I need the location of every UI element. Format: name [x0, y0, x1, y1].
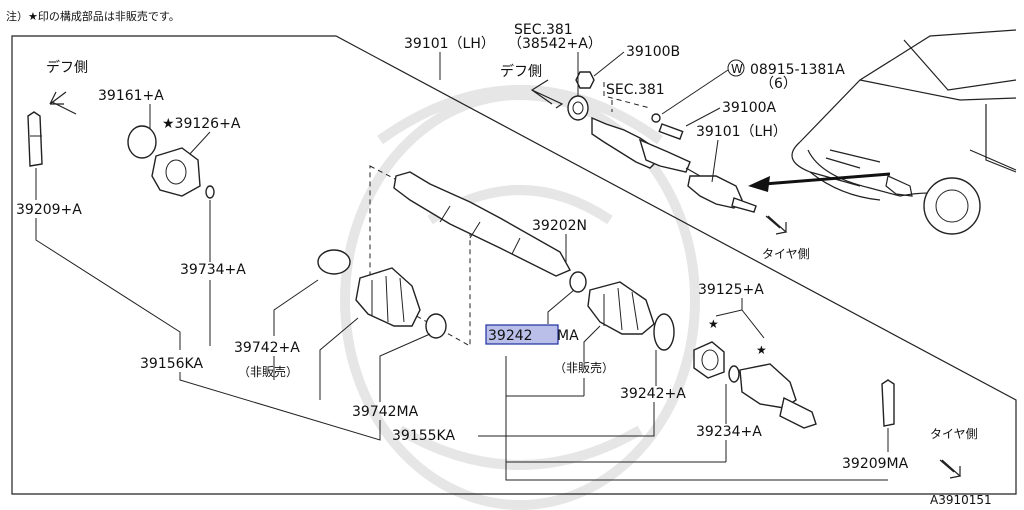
upper-shaft-assembly: デフ側	[500, 63, 757, 213]
label-39742ma: 39742MA	[352, 404, 419, 420]
outer-stub-39234	[779, 396, 817, 429]
boot-upper-inner	[638, 138, 691, 173]
boot-upper-outer	[687, 175, 743, 209]
label-w-mark: W	[731, 62, 743, 76]
figure-id: A3910151	[930, 493, 992, 507]
star-2: ★	[756, 343, 767, 357]
dust-cover-39161	[127, 125, 157, 159]
label-not-sold-1: （非販売）	[238, 364, 298, 379]
label-39155ka: 39155KA	[392, 428, 455, 444]
ring-39234	[728, 365, 740, 383]
car-to-shaft-arrow	[748, 172, 891, 192]
label-sec381-b: SEC.381	[606, 82, 665, 98]
label-tire-side-lower: タイヤ側	[930, 427, 978, 441]
pin-39209ma	[881, 379, 895, 427]
label-39126: ★39126+A	[162, 116, 241, 132]
diff-side-arrow-upper	[530, 79, 564, 109]
tire-side-arrow-lower	[939, 459, 962, 479]
boot-band-39742a	[317, 249, 351, 275]
diagram-frame	[11, 35, 1017, 495]
w-mark-circle	[727, 59, 745, 77]
label-39101-lh-right: 39101（LH）	[696, 124, 787, 140]
label-39161: 39161+A	[98, 88, 164, 104]
label-39202n: 39202N	[532, 218, 587, 234]
front-wheel	[923, 177, 981, 235]
label-39101-lh-top: 39101（LH）	[404, 36, 495, 52]
tire-side-arrow-upper	[765, 215, 788, 235]
label-not-sold-2: （非販売）	[554, 360, 614, 375]
highlight-39242ma[interactable]	[485, 324, 559, 345]
label-diff-side-left: デフ側	[46, 59, 88, 76]
label-39100b: 39100B	[626, 44, 680, 60]
label-08915: 08915-1381A	[750, 62, 845, 78]
pin-39209a	[27, 111, 43, 167]
nut-39100b	[575, 71, 595, 89]
label-39234: 39234+A	[696, 424, 762, 440]
note-text: 注）★印の構成部品は非販売です。	[6, 9, 180, 23]
circlip-39202n	[569, 271, 587, 293]
drive-shaft	[393, 171, 571, 277]
bolt-39100a	[658, 123, 684, 140]
label-39242ma-tail: MA	[557, 328, 579, 344]
label-sec381-a: SEC.381	[514, 22, 573, 38]
label-39209ma: 39209MA	[842, 456, 909, 472]
label-39209a: 39209+A	[16, 202, 82, 218]
cage-39125	[693, 341, 725, 379]
circlip-39734	[205, 185, 215, 199]
label-38542a: （38542+A）	[508, 36, 602, 52]
star-1: ★	[708, 317, 719, 331]
label-39242-highlight: 39242	[488, 328, 533, 344]
label-39734: 39734+A	[180, 262, 246, 278]
label-39125: 39125+A	[698, 282, 764, 298]
label-39742a: 39742+A	[234, 340, 300, 356]
label-diff-side-upper: デフ側	[500, 63, 542, 80]
center-shaft	[369, 165, 571, 347]
outer-stub-upper	[731, 197, 757, 213]
housing-39126	[151, 147, 201, 197]
vehicle-illustration	[791, 29, 1017, 235]
diff-side-arrow-left	[49, 91, 77, 115]
label-qty6: （6）	[760, 76, 797, 92]
label-39156ka: 39156KA	[140, 356, 203, 372]
boot-band-39242a	[653, 313, 675, 351]
label-tire-side-upper: タイヤ側	[762, 247, 810, 261]
label-39100a: 39100A	[722, 100, 777, 116]
label-39242a: 39242+A	[620, 386, 686, 402]
oil-seal-38542	[567, 95, 589, 121]
washer-08915	[651, 113, 661, 123]
boot-39241	[587, 281, 655, 335]
boot-band-39742ma	[425, 313, 447, 339]
watermark-emblem	[340, 85, 700, 510]
